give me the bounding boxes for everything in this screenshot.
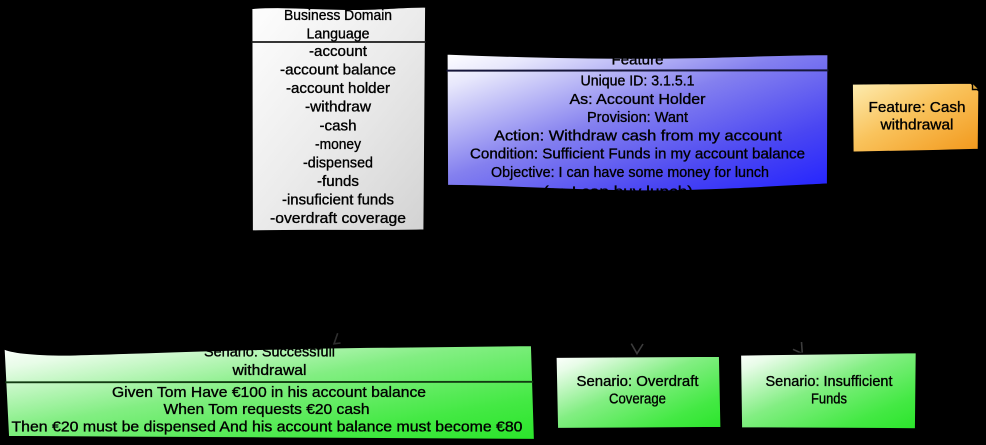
svg-text:Action: Withdraw cash from my: Action: Withdraw cash from my account — [494, 127, 783, 144]
svg-text:Given Tom Have €100 in his acc: Given Tom Have €100 in his account balan… — [112, 384, 426, 401]
svg-text:-account: -account — [309, 43, 368, 60]
svg-text:When Tom requests €20 cash: When Tom requests €20 cash — [164, 401, 370, 418]
svg-text:Then €20 must be dispensed And: Then €20 must be dispensed And his accou… — [12, 419, 523, 436]
svg-text:-insuficient funds: -insuficient funds — [282, 192, 394, 209]
svg-text:-cash: -cash — [320, 117, 357, 134]
svg-text:-withdraw: -withdraw — [305, 99, 371, 116]
svg-text:Senario: Overdraft: Senario: Overdraft — [577, 373, 700, 390]
svg-text:Language: Language — [307, 26, 370, 43]
svg-text:-account holder: -account holder — [286, 80, 390, 97]
svg-text:(so I can buy lunch): (so I can buy lunch) — [543, 184, 693, 201]
svg-text:-overdraft coverage: -overdraft coverage — [270, 210, 406, 227]
svg-text:-money: -money — [315, 136, 361, 153]
svg-text:Funds: Funds — [811, 391, 847, 408]
svg-text:Feature: Cash: Feature: Cash — [869, 99, 966, 116]
svg-text:Unique ID: 3.1.5.1: Unique ID: 3.1.5.1 — [581, 73, 695, 90]
svg-text:withdrawal: withdrawal — [231, 362, 306, 379]
svg-text:As: Account Holder: As: Account Holder — [570, 91, 706, 108]
svg-text:Provision: Want: Provision: Want — [587, 109, 689, 126]
svg-text:-funds: -funds — [317, 173, 359, 190]
svg-text:Objective: I can have some mon: Objective: I can have some money for lun… — [491, 164, 769, 181]
svg-text:Condition: Sufficient Funds in: Condition: Sufficient Funds in my accoun… — [470, 146, 805, 163]
svg-text:Senario: Insufficient: Senario: Insufficient — [766, 373, 894, 390]
svg-text:Coverage: Coverage — [609, 390, 666, 407]
svg-text:Business Domain: Business Domain — [284, 7, 392, 24]
svg-text:-account balance: -account balance — [280, 62, 396, 79]
svg-text:withdrawal: withdrawal — [879, 117, 953, 134]
svg-text:-dispensed: -dispensed — [303, 155, 373, 172]
